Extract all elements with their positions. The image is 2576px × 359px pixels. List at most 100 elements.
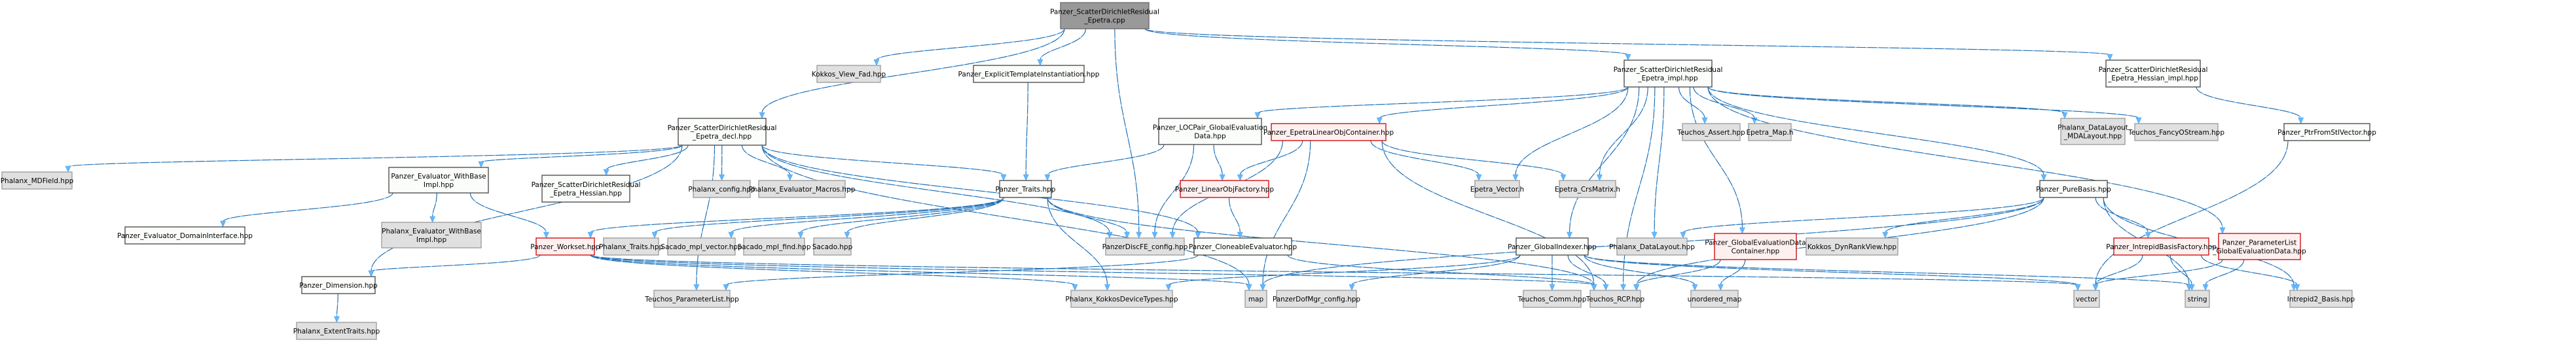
node-box[interactable]: [541, 175, 630, 203]
node-teuchos-comm[interactable]: Teuchos_Comm.hpp: [1517, 290, 1587, 308]
node-box[interactable]: [999, 180, 1052, 198]
node-box[interactable]: [678, 118, 767, 146]
node-sacado-mpl-find[interactable]: Sacado_mpl_find.hpp: [738, 237, 811, 256]
node-box[interactable]: [743, 237, 805, 256]
node-unordered-map[interactable]: unordered_map: [1688, 290, 1742, 308]
node-sdr-hessian[interactable]: Panzer_ScatterDirichletResidual_Epetra_H…: [532, 175, 641, 203]
node-box[interactable]: [1523, 290, 1582, 308]
node-box[interactable]: [2105, 60, 2201, 88]
node-dofmgr-config[interactable]: PanzerDofMgr_config.hpp: [1273, 290, 1361, 308]
node-eval-domain[interactable]: Panzer_Evaluator_DomainInterface.hpp: [117, 226, 253, 245]
node-box[interactable]: [973, 65, 1085, 83]
node-box[interactable]: [1748, 123, 1792, 141]
node-cloneable-eval[interactable]: Panzer_CloneableEvaluator.hpp: [1189, 237, 1297, 256]
node-locpair[interactable]: Panzer_LOCPair_GlobalEvaluationData.hpp: [1153, 118, 1267, 145]
node-box[interactable]: [1271, 123, 1387, 141]
node-box[interactable]: [816, 65, 881, 83]
node-box[interactable]: [603, 237, 659, 256]
node-phalanx-mdalayout[interactable]: Phalanx_DataLayout_MDALayout.hpp: [2058, 118, 2128, 145]
node-root[interactable]: Panzer_ScatterDirichletResidual_Epetra.c…: [1050, 2, 1159, 29]
node-box[interactable]: [2060, 118, 2126, 145]
node-box[interactable]: [388, 167, 489, 194]
node-sacado[interactable]: Sacado.hpp: [812, 237, 853, 256]
node-box[interactable]: [693, 180, 751, 198]
node-kokkos-view-fad[interactable]: Kokkos_View_Fad.hpp: [812, 65, 886, 83]
node-map[interactable]: map: [1244, 290, 1267, 308]
node-box[interactable]: [296, 322, 377, 340]
node-box[interactable]: [2073, 290, 2100, 308]
node-box[interactable]: [301, 276, 376, 294]
node-string[interactable]: string: [2185, 290, 2210, 308]
node-box[interactable]: [1158, 118, 1262, 145]
node-box[interactable]: [1714, 233, 1797, 260]
node-box[interactable]: [1105, 237, 1185, 256]
node-box[interactable]: [1, 171, 73, 190]
node-box[interactable]: [124, 226, 245, 245]
node-intrepid2-basis[interactable]: Intrepid2_Basis.hpp: [2287, 290, 2355, 308]
node-linear-obj-factory[interactable]: Panzer_LinearObjFactory.hpp: [1175, 180, 1274, 198]
node-box[interactable]: [1474, 180, 1520, 198]
node-box[interactable]: [2289, 290, 2353, 308]
node-box[interactable]: [1559, 180, 1616, 198]
node-sdr-impl[interactable]: Panzer_ScatterDirichletResidual_Epetra_i…: [1614, 60, 1723, 88]
node-box[interactable]: [2283, 123, 2370, 141]
node-phalanx-config[interactable]: Phalanx_config.hpp: [688, 180, 755, 198]
node-phalanx-eval-macros[interactable]: Phalanx_Evaluator_Macros.hpp: [749, 180, 856, 198]
node-epetra-crsmatrix[interactable]: Epetra_CrsMatrix.h: [1555, 180, 1620, 198]
node-box[interactable]: [2134, 123, 2219, 141]
node-global-indexer[interactable]: Panzer_GlobalIndexer.hpp: [1508, 237, 1597, 256]
node-sacado-mpl-vector[interactable]: Sacado_mpl_vector.hpp: [661, 237, 742, 256]
node-box[interactable]: [1682, 123, 1741, 141]
node-box[interactable]: [1589, 290, 1641, 308]
node-epetra-map[interactable]: Epetra_Map.h: [1746, 123, 1794, 141]
node-box[interactable]: [1180, 180, 1269, 198]
node-box[interactable]: [1070, 290, 1173, 308]
node-workset[interactable]: Panzer_Workset.hpp: [530, 237, 600, 256]
node-box[interactable]: [2185, 290, 2210, 308]
node-sdr-hessian-impl[interactable]: Panzer_ScatterDirichletResidual_Epetra_H…: [2099, 60, 2208, 88]
node-phalanx-kokkos-dt[interactable]: Phalanx_KokkosDeviceTypes.hpp: [1065, 290, 1178, 308]
node-phalanx-traits[interactable]: Phalanx_Traits.hpp: [599, 237, 664, 256]
node-box[interactable]: [1624, 60, 1713, 88]
node-discfe-config[interactable]: PanzerDiscFE_config.hpp: [1102, 237, 1188, 256]
node-teuchos-fancy[interactable]: Teuchos_FancyOStream.hpp: [2128, 123, 2224, 141]
node-box[interactable]: [1805, 237, 1898, 256]
node-phalanx-mdfield[interactable]: Phalanx_MDField.hpp: [1, 171, 74, 190]
node-box[interactable]: [653, 290, 731, 308]
node-pure-basis[interactable]: Panzer_PureBasis.hpp: [2036, 180, 2111, 198]
node-teuchos-assert[interactable]: Teuchos_Assert.hpp: [1677, 123, 1745, 141]
node-box[interactable]: [1616, 237, 1688, 256]
node-kokkos-dynrankview[interactable]: Kokkos_DynRankView.hpp: [1805, 237, 1898, 256]
node-box[interactable]: [1193, 237, 1292, 256]
node-teuchos-paramlist[interactable]: Teuchos_ParameterList.hpp: [644, 290, 739, 308]
node-box[interactable]: [1690, 290, 1739, 308]
node-vector[interactable]: vector: [2073, 290, 2100, 308]
node-box[interactable]: [2113, 237, 2209, 256]
node-box[interactable]: [813, 237, 852, 256]
node-phalanx-extent-traits[interactable]: Phalanx_ExtentTraits.hpp: [293, 322, 380, 340]
node-teuchos-rcp[interactable]: Teuchos_RCP.hpp: [1586, 290, 1645, 308]
node-box[interactable]: [2039, 180, 2108, 198]
node-box[interactable]: [381, 222, 482, 248]
node-box[interactable]: [1244, 290, 1267, 308]
node-box[interactable]: [535, 237, 595, 256]
node-box[interactable]: [1276, 290, 1357, 308]
node-panzer-traits[interactable]: Panzer_Traits.hpp: [996, 180, 1056, 198]
node-sdr-decl[interactable]: Panzer_ScatterDirichletResidual_Epetra_d…: [668, 118, 777, 146]
node-box[interactable]: [1515, 237, 1589, 256]
node-intrepid-basis-factory[interactable]: Panzer_IntrepidBasisFactory.hpp: [2106, 237, 2217, 256]
node-param-list-ged[interactable]: Panzer_ParameterList_GlobalEvaluationDat…: [2212, 233, 2306, 260]
node-epetra-loc[interactable]: Panzer_EpetraLinearObjContainer.hpp: [1263, 123, 1394, 141]
node-box[interactable]: [758, 180, 846, 198]
node-explicit-ti[interactable]: Panzer_ExplicitTemplateInstantiation.hpp: [958, 65, 1100, 83]
node-ptr-from-stl[interactable]: Panzer_PtrFromStlVector.hpp: [2277, 123, 2376, 141]
node-panzer-dimension[interactable]: Panzer_Dimension.hpp: [299, 276, 378, 294]
node-box[interactable]: [667, 237, 736, 256]
node-box[interactable]: [2218, 233, 2301, 260]
node-box[interactable]: [1060, 2, 1150, 29]
node-phalanx-datalayout[interactable]: Phalanx_DataLayout.hpp: [1609, 237, 1695, 256]
node-epetra-vector[interactable]: Epetra_Vector.h: [1470, 180, 1524, 198]
